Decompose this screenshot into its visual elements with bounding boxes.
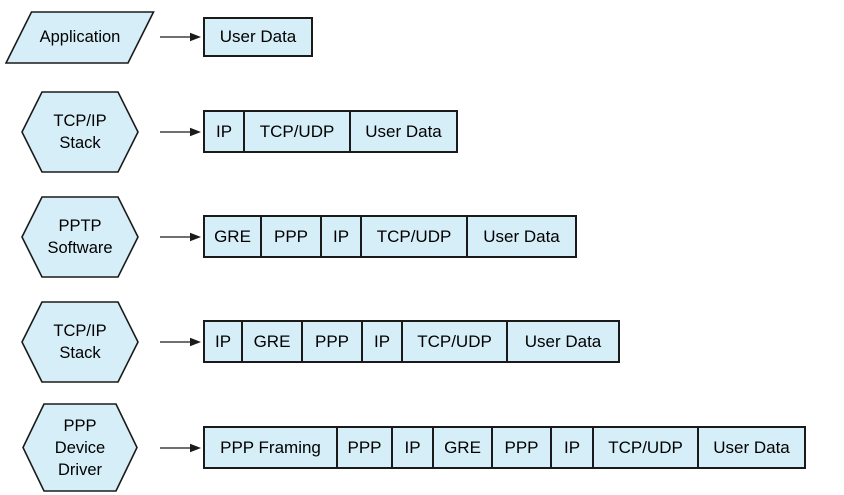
stage-label-line: TCP/IP — [53, 111, 107, 130]
packet-box: User Data — [203, 17, 313, 57]
stage-label: TCP/IP Stack — [21, 301, 139, 383]
packet-label: GRE — [253, 331, 291, 351]
packet-strip: GRE PPP IP TCP/UDP User Data — [203, 215, 577, 258]
packet-strip: PPP Framing PPP IP GRE PPP IP TCP/UDP User Data — [203, 426, 806, 469]
stage-label-line: TCP/IP — [53, 321, 107, 340]
encapsulation-row: TCP/IP Stack IP GRE PPP IP TCP/UDP User Data — [0, 295, 620, 388]
packet-box: TCP/UDP — [403, 320, 508, 363]
packet-label: IP — [214, 331, 232, 351]
right-arrow-icon — [160, 127, 201, 136]
parallelogram-icon — [5, 10, 155, 64]
packet-box: TCP/UDP — [245, 110, 351, 153]
stage-cell: Application — [0, 10, 160, 64]
stage-label-line: Driver — [58, 460, 102, 479]
encapsulation-row: TCP/IP Stack IP TCP/UDP User Data — [0, 85, 458, 178]
packet-box: IP — [203, 110, 245, 153]
packet-label: PPP — [273, 226, 309, 246]
packet-label: IP — [373, 331, 391, 351]
right-arrow-icon — [160, 337, 201, 346]
stage-cell: TCP/IP Stack — [0, 90, 160, 173]
packet-label: PPP — [347, 437, 382, 457]
stage-shape-hexagon: TCP/IP Stack — [21, 300, 139, 383]
packet-box: PPP Framing — [203, 426, 338, 469]
right-arrow-icon — [160, 32, 201, 42]
stage-label: Application — [5, 11, 155, 64]
encapsulation-row: Application User Data — [0, 5, 313, 69]
stage-label: TCP/IP Stack — [21, 91, 139, 173]
stage-cell: TCP/IP Stack — [0, 300, 160, 383]
flow-arrow — [160, 31, 203, 43]
packet-box: IP — [393, 426, 434, 469]
packet-label: PPP — [314, 331, 350, 351]
packet-label: User Data — [524, 331, 602, 351]
packet-label: IP — [332, 226, 350, 246]
packet-label: User Data — [713, 437, 790, 457]
stage-label-line: Device — [54, 438, 106, 457]
right-arrow-icon — [160, 232, 201, 241]
stage-shape-hexagon: TCP/IP Stack — [21, 90, 139, 173]
flow-arrow — [160, 442, 203, 454]
packet-label: GRE — [444, 437, 481, 457]
packet-box: IP — [203, 320, 243, 363]
packet-label: TCP/UDP — [376, 226, 452, 246]
packet-box: TCP/UDP — [362, 215, 468, 258]
stage-label-line: PPP — [63, 416, 97, 435]
encapsulation-row: PPTP Software GRE PPP IP TCP/UDP User Data — [0, 190, 577, 283]
packet-box: PPP — [338, 426, 393, 469]
hexagon-icon — [22, 403, 138, 492]
packet-box: IP — [363, 320, 403, 363]
packet-strip: IP TCP/UDP User Data — [203, 110, 458, 153]
packet-strip: IP GRE PPP IP TCP/UDP User Data — [203, 320, 620, 363]
packet-box: PPP — [493, 426, 552, 469]
stage-label-line: Stack — [59, 133, 101, 152]
right-arrow-icon — [160, 443, 201, 452]
stage-label: PPTP Software — [21, 196, 139, 278]
packet-box: TCP/UDP — [594, 426, 699, 469]
hexagon-icon — [21, 300, 139, 383]
packet-label: PPP — [504, 437, 539, 457]
packet-box: GRE — [243, 320, 303, 363]
packet-label: TCP/UDP — [608, 437, 683, 457]
flow-arrow — [160, 231, 203, 243]
packet-label: IP — [215, 121, 233, 141]
packet-box: User Data — [699, 426, 806, 469]
packet-label: TCP/UDP — [259, 121, 335, 141]
stage-cell: PPTP Software — [0, 195, 160, 278]
flow-arrow — [160, 336, 203, 348]
hexagon-icon — [21, 90, 139, 173]
hexagon-icon — [21, 195, 139, 278]
flow-arrow — [160, 126, 203, 138]
packet-label: TCP/UDP — [417, 331, 492, 351]
packet-label: GRE — [214, 226, 251, 246]
packet-box: User Data — [351, 110, 458, 153]
packet-label: PPP Framing — [220, 437, 321, 457]
stage-label-line: Application — [39, 28, 121, 46]
packet-label: User Data — [365, 121, 442, 141]
stage-shape-hexagon: PPTP Software — [21, 195, 139, 278]
packet-label: IP — [563, 437, 581, 457]
packet-label: User Data — [483, 226, 560, 246]
packet-box: User Data — [508, 320, 620, 363]
stage-shape-parallelogram: Application — [5, 10, 155, 64]
stage-label-line: Software — [47, 238, 113, 257]
packet-box: GRE — [434, 426, 493, 469]
packet-box: IP — [552, 426, 594, 469]
packet-box: IP — [322, 215, 362, 258]
packet-label: IP — [404, 437, 421, 457]
packet-label: User Data — [219, 27, 297, 46]
stage-label-line: PPTP — [58, 216, 102, 235]
packet-box: PPP — [303, 320, 363, 363]
packet-strip: User Data — [203, 17, 313, 57]
stage-label-line: Stack — [59, 343, 101, 362]
packet-box: GRE — [203, 215, 262, 258]
packet-box: PPP — [262, 215, 322, 258]
packet-box: User Data — [468, 215, 577, 258]
